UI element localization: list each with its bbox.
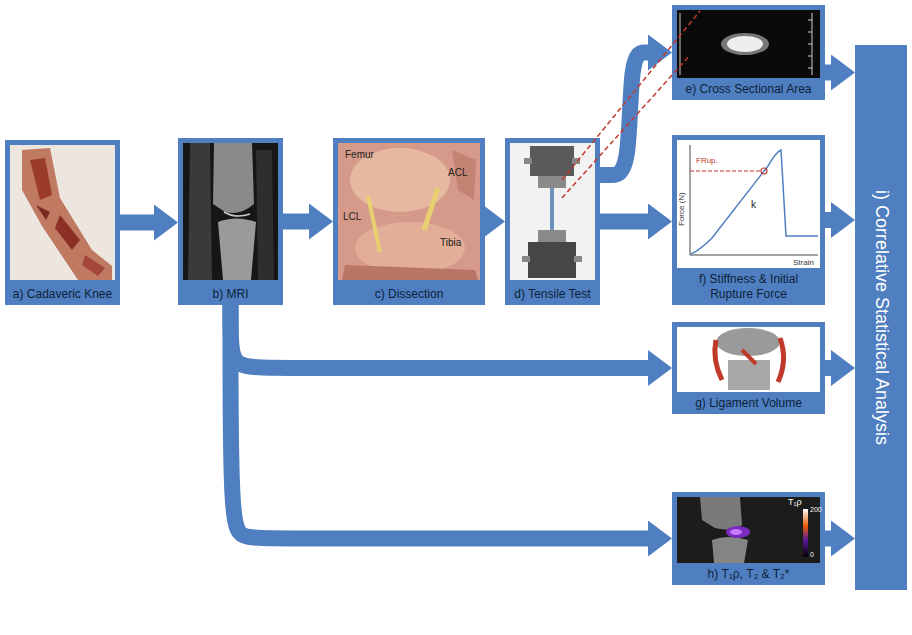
flow-arrow bbox=[485, 214, 489, 230]
flow-arrow bbox=[600, 53, 656, 176]
analysis-bar: i) Correlative Statistical Analysis bbox=[855, 45, 907, 590]
axis-label: Strain bbox=[793, 259, 814, 267]
stiffness-label: k bbox=[751, 200, 756, 210]
result-box: h) T₁ρ, T₂ & T₂* bbox=[672, 492, 825, 585]
bar-title: i) Correlative Statistical Analysis bbox=[870, 190, 892, 445]
colorbar-tick: 200 bbox=[810, 506, 822, 513]
stage-caption: c) Dissection bbox=[333, 284, 485, 305]
result-box: e) Cross Sectional Area bbox=[672, 5, 825, 100]
stage-caption: d) Tensile Test bbox=[505, 284, 600, 305]
force-label: FRup. bbox=[696, 157, 718, 165]
force-strain-chart bbox=[677, 140, 820, 268]
cross-section-image bbox=[677, 10, 820, 78]
leader-line bbox=[562, 11, 700, 180]
colorbar-tick: 0 bbox=[810, 551, 814, 558]
knee-photo bbox=[10, 145, 115, 280]
stage-caption: e) Cross Sectional Area bbox=[672, 79, 825, 100]
flow-arrow bbox=[283, 214, 317, 230]
flow-arrow bbox=[231, 305, 657, 539]
ligament-render bbox=[677, 327, 820, 392]
leader-line bbox=[562, 55, 690, 198]
flow-arrow bbox=[825, 65, 839, 81]
stage-box: d) Tensile Test bbox=[505, 138, 600, 305]
flow-arrow bbox=[825, 360, 839, 376]
flow-arrow bbox=[825, 531, 839, 547]
stage-caption: b) MRI bbox=[178, 284, 283, 305]
part-label: ACL bbox=[448, 168, 467, 178]
flow-arrow bbox=[120, 215, 162, 231]
result-box: f) Stiffness & Initial Rupture Force bbox=[672, 135, 825, 305]
mri-image bbox=[183, 143, 278, 280]
stage-caption: h) T₁ρ, T₂ & T₂* bbox=[672, 564, 825, 585]
part-label: Femur bbox=[345, 150, 374, 160]
result-box: g) Ligament Volume bbox=[672, 322, 825, 414]
dissection-photo bbox=[338, 143, 480, 280]
stage-caption: f) Stiffness & Initial Rupture Force bbox=[672, 269, 825, 305]
part-label: Tibia bbox=[440, 238, 461, 248]
colorbar-title: T₁ρ bbox=[788, 498, 802, 507]
part-label: LCL bbox=[343, 212, 361, 222]
flow-arrow bbox=[600, 214, 656, 230]
tensile-rig bbox=[510, 143, 595, 280]
axis-label: Force (N) bbox=[678, 192, 686, 226]
flow-arrow bbox=[825, 212, 839, 228]
relaxation-map bbox=[677, 497, 820, 563]
stage-box: b) MRI bbox=[178, 138, 283, 305]
stage-caption: g) Ligament Volume bbox=[672, 393, 825, 414]
stage-caption: a) Cadaveric Knee bbox=[5, 284, 120, 305]
flow-arrow bbox=[231, 305, 657, 368]
stage-box: a) Cadaveric Knee bbox=[5, 140, 120, 305]
